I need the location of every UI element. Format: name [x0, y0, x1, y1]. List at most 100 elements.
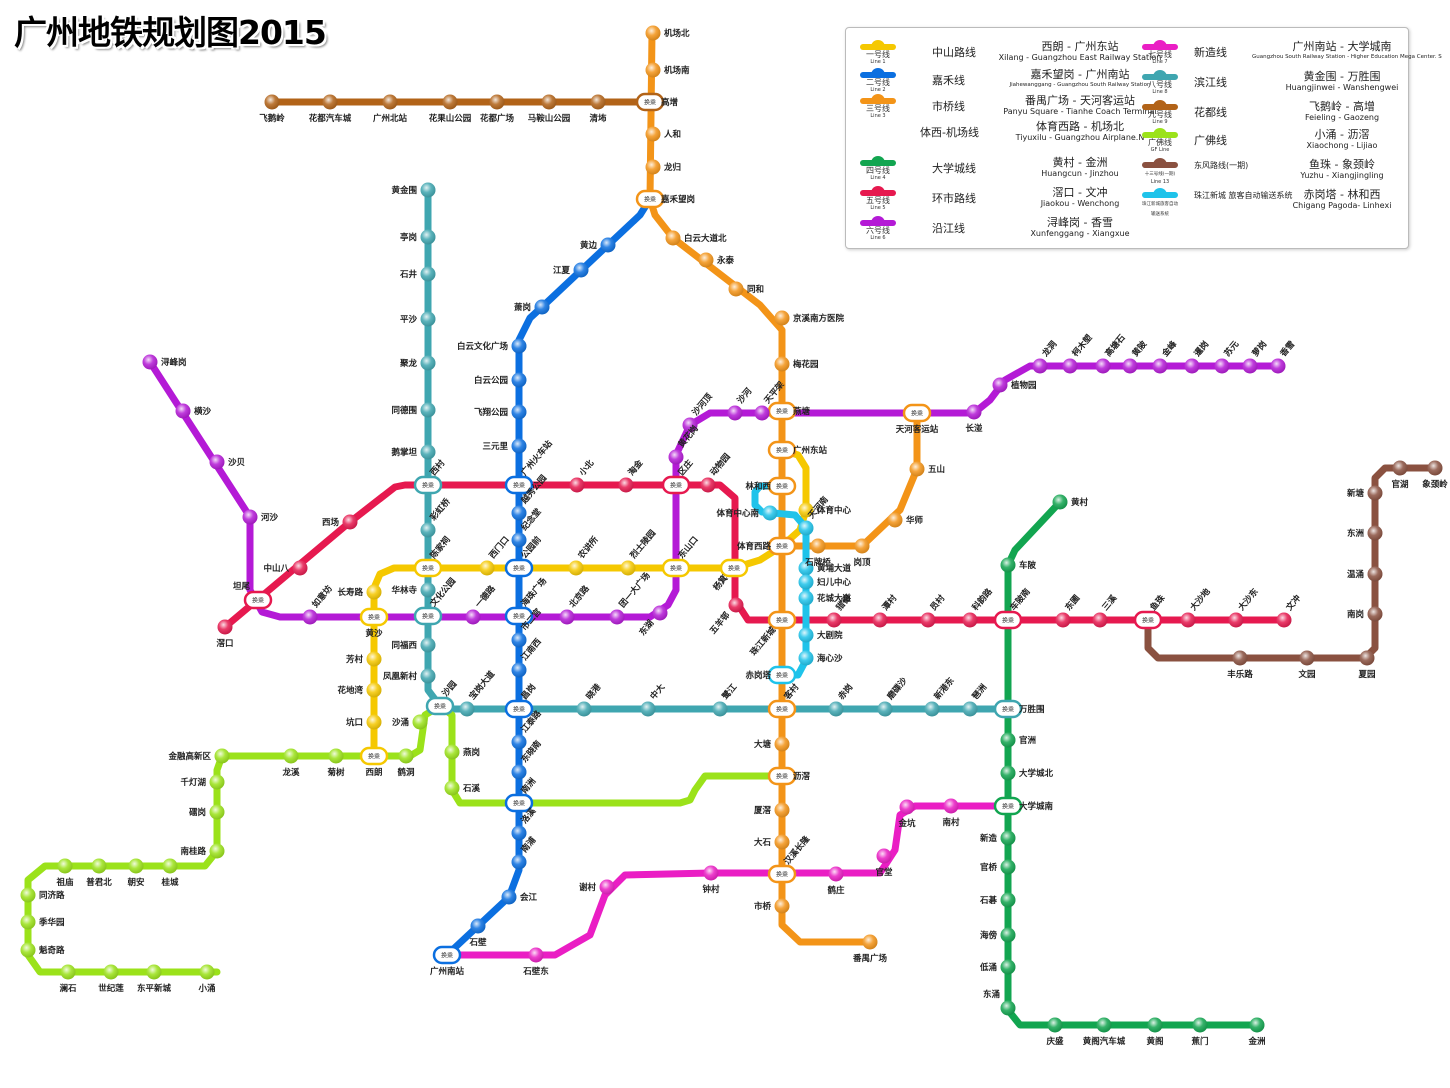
station[interactable] [1359, 650, 1375, 666]
station[interactable] [342, 514, 358, 530]
station[interactable] [1000, 830, 1016, 846]
station[interactable] [1095, 358, 1111, 374]
station[interactable] [442, 94, 458, 110]
station[interactable] [924, 701, 940, 717]
interchange-station[interactable]: 换乘 [1133, 610, 1163, 630]
station[interactable] [20, 887, 36, 903]
station[interactable] [420, 402, 436, 418]
station[interactable] [420, 444, 436, 460]
station[interactable] [1000, 557, 1016, 573]
station[interactable] [774, 834, 790, 850]
station[interactable] [887, 512, 903, 528]
station[interactable] [909, 461, 925, 477]
station[interactable] [962, 701, 978, 717]
station[interactable] [175, 403, 191, 419]
station[interactable] [1276, 612, 1292, 628]
interchange-station[interactable]: 换乘 [993, 699, 1023, 719]
station[interactable] [1062, 358, 1078, 374]
station[interactable] [459, 701, 475, 717]
station[interactable] [444, 780, 460, 796]
station[interactable] [872, 612, 888, 628]
station[interactable] [366, 584, 382, 600]
station[interactable] [798, 560, 814, 576]
station[interactable] [1000, 859, 1016, 875]
station[interactable] [728, 597, 744, 613]
station[interactable] [420, 311, 436, 327]
station[interactable] [1000, 927, 1016, 943]
station[interactable] [1392, 460, 1408, 476]
station[interactable] [774, 802, 790, 818]
interchange-station[interactable]: 换乘 [243, 590, 273, 610]
station[interactable] [762, 505, 778, 521]
station[interactable] [420, 522, 436, 538]
station[interactable] [470, 918, 486, 934]
station[interactable] [1367, 525, 1383, 541]
station[interactable] [920, 612, 936, 628]
station[interactable] [465, 609, 481, 625]
station[interactable] [420, 582, 436, 598]
station[interactable] [599, 879, 615, 895]
station[interactable] [826, 612, 842, 628]
station[interactable] [774, 898, 790, 914]
station[interactable] [665, 230, 681, 246]
station[interactable] [1184, 358, 1200, 374]
station[interactable] [1242, 358, 1258, 374]
station[interactable] [60, 964, 76, 980]
interchange-station[interactable]: 换乘 [767, 536, 797, 556]
station[interactable] [600, 237, 616, 253]
station[interactable] [412, 714, 428, 730]
station[interactable] [798, 502, 814, 518]
station[interactable] [899, 799, 915, 815]
interchange-station[interactable]: 换乘 [767, 440, 797, 460]
station[interactable] [877, 701, 893, 717]
station[interactable] [828, 701, 844, 717]
station[interactable] [479, 560, 495, 576]
station[interactable] [146, 964, 162, 980]
station[interactable] [1152, 358, 1168, 374]
station[interactable] [640, 701, 656, 717]
station[interactable] [774, 736, 790, 752]
interchange-station[interactable]: 换乘 [767, 864, 797, 884]
interchange-station[interactable]: 换乘 [993, 610, 1023, 630]
interchange-station[interactable]: 换乘 [413, 558, 443, 578]
station[interactable] [1092, 612, 1108, 628]
station[interactable] [142, 354, 158, 370]
station[interactable] [511, 532, 527, 548]
station[interactable] [1147, 1017, 1163, 1033]
station[interactable] [511, 825, 527, 841]
station[interactable] [645, 62, 661, 78]
interchange-station[interactable]: 换乘 [504, 475, 534, 495]
station[interactable] [162, 858, 178, 874]
station[interactable] [943, 798, 959, 814]
station[interactable] [420, 668, 436, 684]
station[interactable] [511, 505, 527, 521]
station[interactable] [645, 159, 661, 175]
station[interactable] [511, 372, 527, 388]
station[interactable] [511, 854, 527, 870]
interchange-station[interactable]: 换乘 [767, 699, 797, 719]
station[interactable] [1122, 358, 1138, 374]
station[interactable] [1367, 566, 1383, 582]
interchange-station[interactable]: 换乘 [504, 699, 534, 719]
station[interactable] [209, 804, 225, 820]
station[interactable] [302, 609, 318, 625]
station[interactable] [1427, 460, 1443, 476]
station[interactable] [876, 848, 892, 864]
station[interactable] [420, 229, 436, 245]
station[interactable] [209, 774, 225, 790]
station[interactable] [798, 520, 814, 536]
station[interactable] [283, 748, 299, 764]
station[interactable] [590, 94, 606, 110]
station[interactable] [328, 748, 344, 764]
station[interactable] [1055, 612, 1071, 628]
station[interactable] [992, 377, 1008, 393]
station[interactable] [652, 605, 668, 621]
station[interactable] [382, 94, 398, 110]
station[interactable] [511, 404, 527, 420]
interchange-station[interactable]: 换乘 [902, 403, 932, 423]
station[interactable] [1367, 606, 1383, 622]
interchange-station[interactable]: 换乘 [767, 401, 797, 421]
station[interactable] [91, 858, 107, 874]
interchange-station[interactable]: 换乘 [504, 606, 534, 626]
station[interactable] [703, 865, 719, 881]
